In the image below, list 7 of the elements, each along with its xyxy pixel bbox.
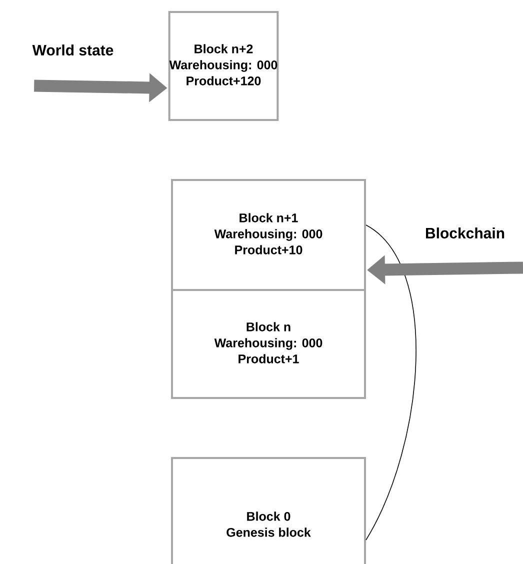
label-text: World state bbox=[32, 44, 114, 56]
block-box: Block n+2 Warehousing: 000 Product+120 bbox=[168, 11, 279, 121]
block-box: Block 0 Genesis block bbox=[171, 457, 366, 564]
block-box: Block n Warehousing: 000 Product+1 bbox=[171, 289, 366, 399]
block-box: Block n+1 Warehousing: 000 Product+10 bbox=[171, 179, 366, 291]
connector-line bbox=[366, 224, 416, 540]
label-text: Blockchain bbox=[426, 228, 504, 238]
